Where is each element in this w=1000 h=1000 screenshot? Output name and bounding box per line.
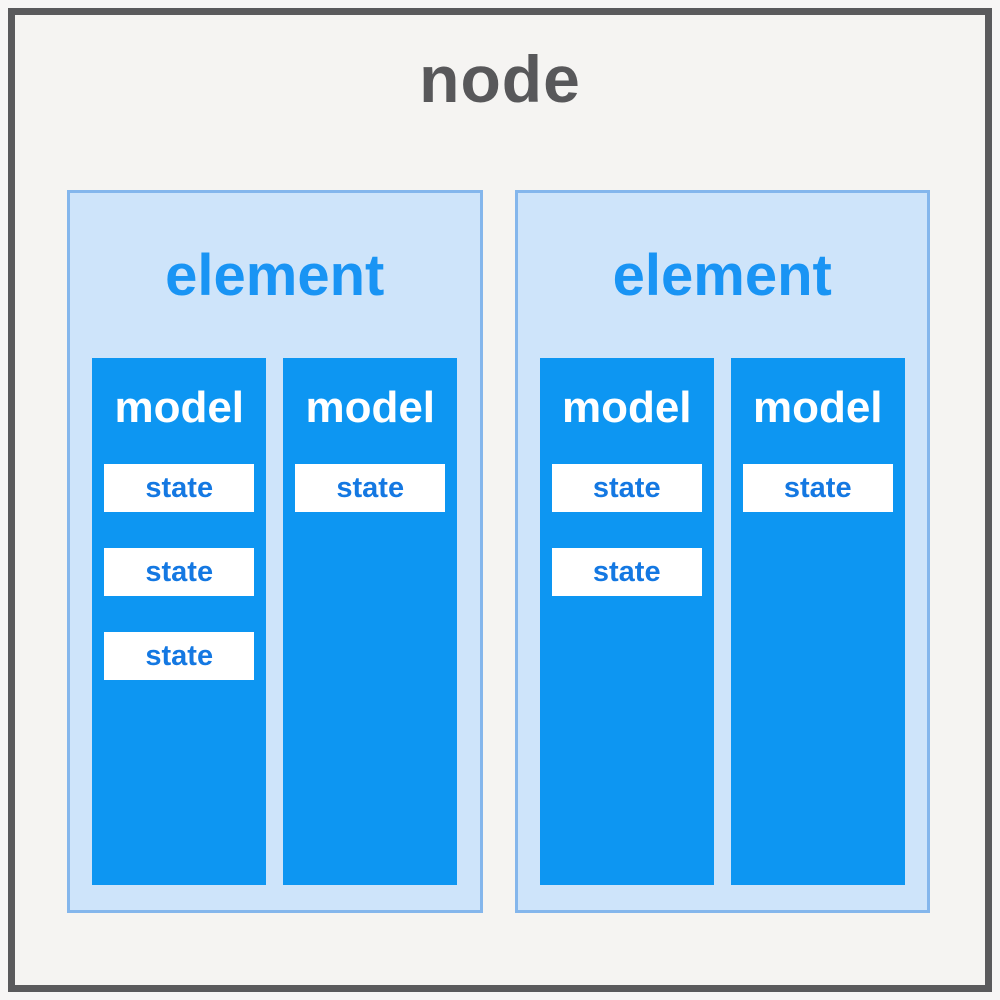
state-label: state — [336, 471, 405, 504]
state-label: state — [592, 555, 661, 588]
node-title: node — [419, 42, 581, 116]
model-label: model — [752, 383, 883, 432]
state-label: state — [592, 471, 661, 504]
state-box: state — [104, 632, 255, 680]
state-box: state — [551, 464, 702, 512]
state-label: state — [145, 555, 214, 588]
element-box-2: element model state state model state — [514, 190, 930, 913]
state-list: state state state — [92, 464, 266, 680]
state-box: state — [551, 548, 702, 596]
state-list: state state — [540, 464, 714, 596]
models-row: model state state model state — [539, 358, 905, 885]
model-box-1-1: model state state state — [92, 358, 267, 885]
element-label: element — [612, 242, 832, 308]
model-box-2-1: model state state — [539, 358, 714, 885]
model-box-2-2: model state — [730, 358, 905, 885]
state-box: state — [742, 464, 893, 512]
element-label: element — [165, 242, 385, 308]
state-list: state — [731, 464, 905, 512]
state-label: state — [145, 471, 214, 504]
element-box-1: element model state state state model state — [67, 190, 483, 913]
models-row: model state state state model state — [92, 358, 458, 885]
model-box-1-2: model state — [283, 358, 458, 885]
state-label: state — [783, 471, 852, 504]
state-box: state — [104, 464, 255, 512]
model-label: model — [561, 383, 692, 432]
state-box: state — [295, 464, 446, 512]
state-list: state — [283, 464, 457, 512]
model-label: model — [114, 383, 245, 432]
state-box: state — [104, 548, 255, 596]
state-label: state — [145, 639, 214, 672]
model-label: model — [305, 383, 436, 432]
